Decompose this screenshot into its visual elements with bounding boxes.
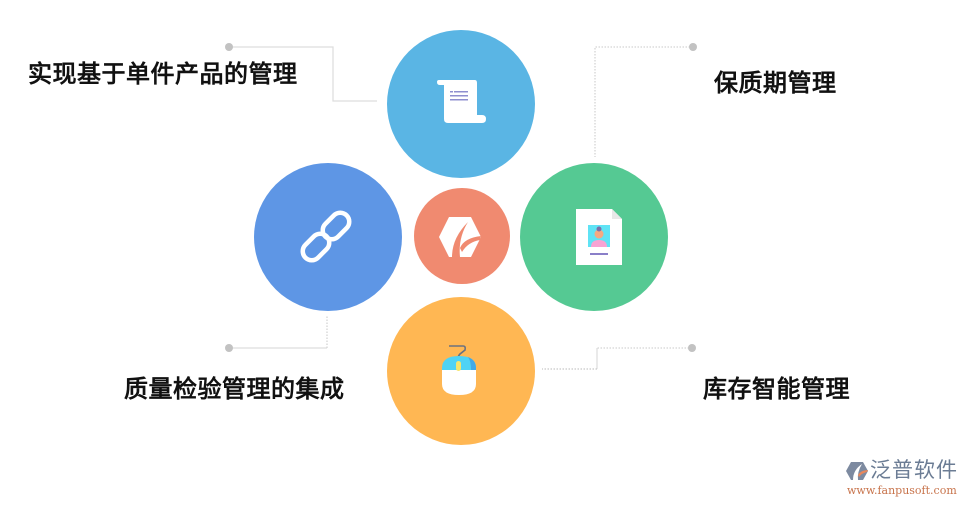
label-unit-product-management: 实现基于单件产品的管理 xyxy=(28,60,298,88)
label-quality-inspection-integration: 质量检验管理的集成 xyxy=(124,375,345,403)
leader-line-bottom-right xyxy=(542,344,696,370)
label-shelf-life-management: 保质期管理 xyxy=(714,69,837,97)
scroll-icon xyxy=(437,80,486,123)
watermark-logo: 泛普软件 www.fanpusoft.com xyxy=(843,457,968,501)
fanpu-watermark-icon xyxy=(846,462,868,480)
leader-line-top-right xyxy=(594,43,697,157)
label-inventory-smart-management: 库存智能管理 xyxy=(703,375,850,403)
fanpu-logo-icon xyxy=(439,217,481,257)
mouse-icon xyxy=(442,345,476,395)
leader-line-top-left xyxy=(225,43,377,102)
watermark-url: www.fanpusoft.com xyxy=(847,484,957,497)
id-document-icon xyxy=(576,209,622,265)
leader-line-bottom-left xyxy=(225,316,328,352)
chain-link-icon xyxy=(300,210,352,263)
watermark-brand: 泛普软件 xyxy=(870,458,958,482)
